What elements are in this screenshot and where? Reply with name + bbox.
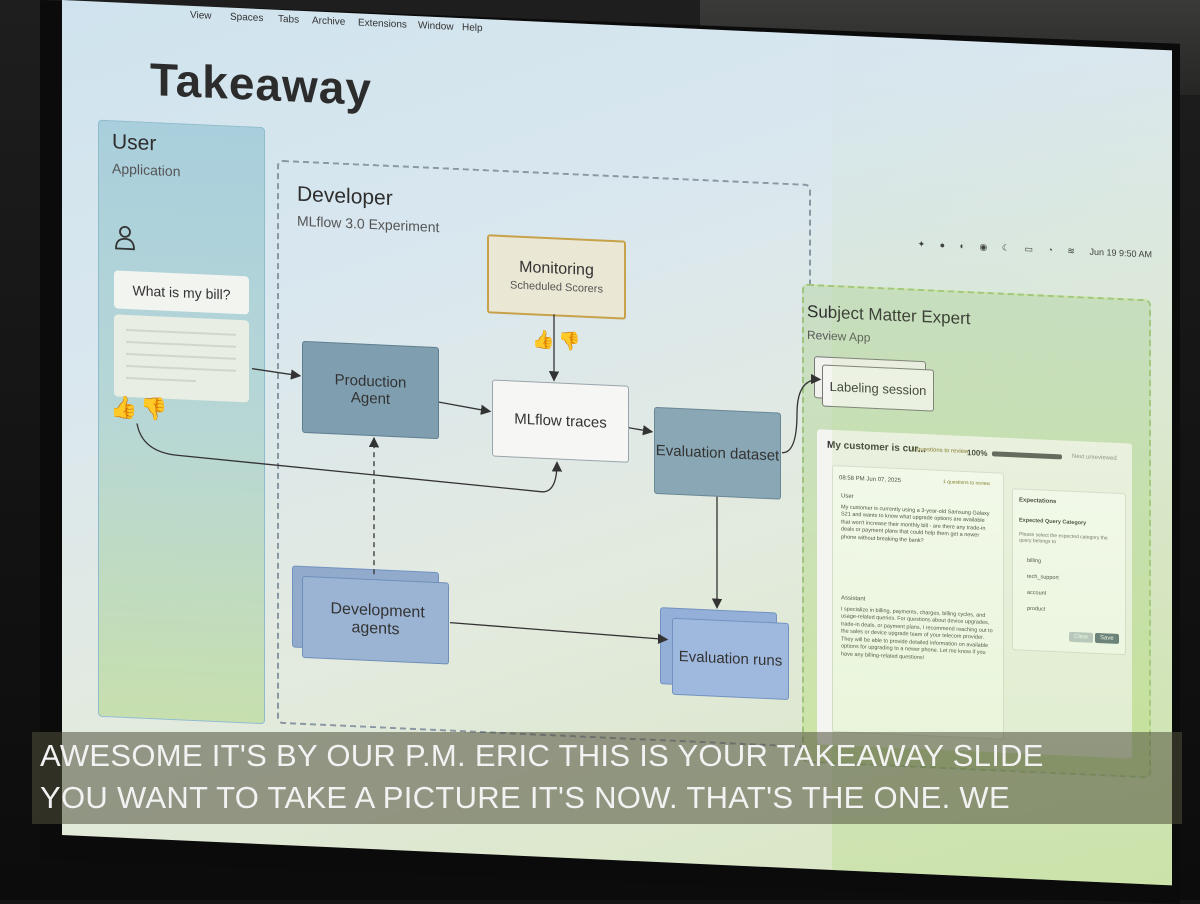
caption-line-1: AWESOME IT'S BY OUR P.M. ERIC THIS IS YO… — [40, 738, 1044, 773]
arrow-feedback-to-traces — [136, 423, 563, 493]
arrow-traces-to-dataset — [628, 425, 654, 436]
user-icon — [115, 225, 135, 251]
arrow-user-to-production — [251, 367, 302, 380]
caption-line-2: YOU WANT TO TAKE A PICTURE IT'S NOW. THA… — [40, 780, 1010, 815]
flow-arrows — [136, 314, 822, 644]
arrow-dev-agents-to-runs — [449, 621, 669, 644]
arrow-production-to-traces — [438, 401, 492, 415]
caption-bar: AWESOME IT'S BY OUR P.M. ERIC THIS IS YO… — [32, 732, 1182, 824]
slide: View Spaces Tabs Archive Extensions Wind… — [62, 0, 1172, 886]
arrow-dataset-to-labeling — [781, 373, 822, 454]
